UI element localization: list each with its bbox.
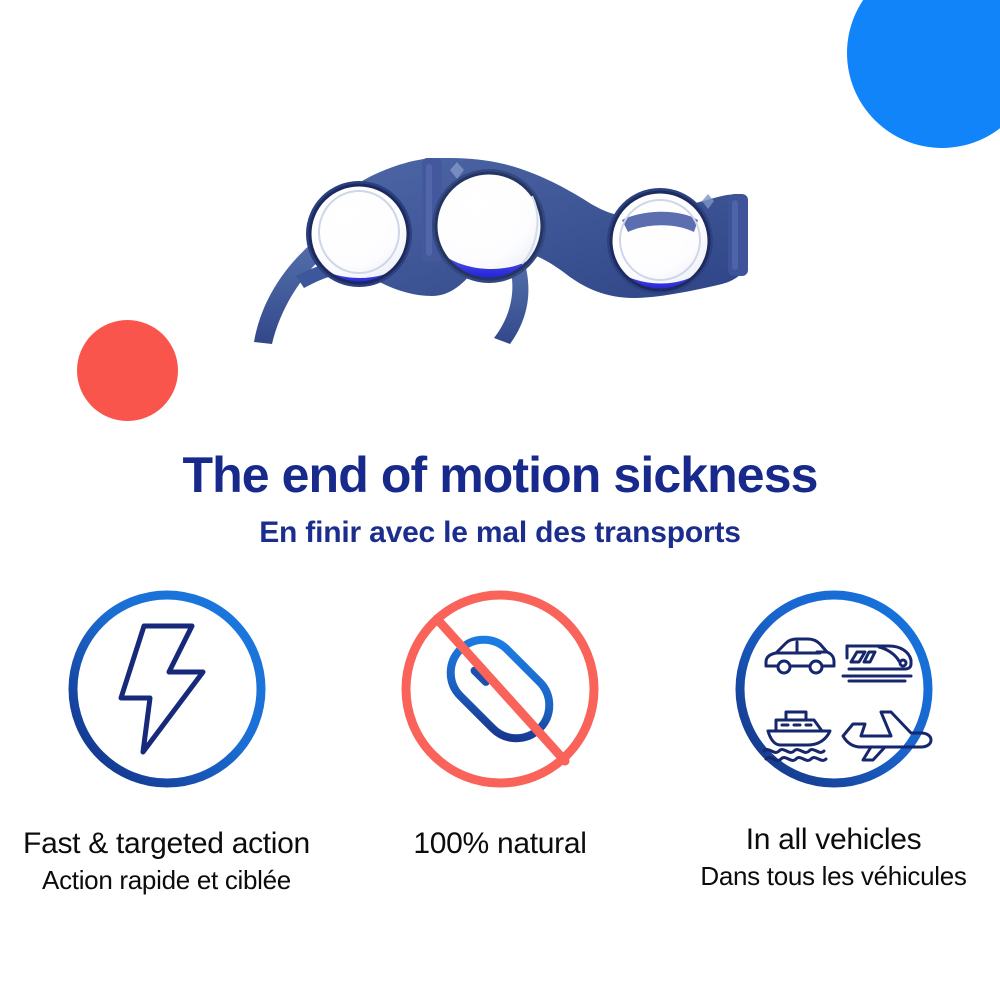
feature-title: In all vehicles [745,823,922,856]
boat-icon [762,710,831,762]
lightning-bolt-icon [64,586,270,792]
glasses-ring-2 [432,169,546,283]
product-image-glasses [236,146,764,350]
feature-text-block: In all vehicles Dans tous les véhicules [669,822,999,893]
feature-text-block: Fast & targeted action Action rapide et … [2,826,332,897]
feature-text-block: 100% natural [335,826,665,863]
glasses-ring-1 [306,181,412,287]
car-icon [764,637,835,675]
glasses-ring-3 [607,188,713,294]
feature-natural: 100% natural [334,586,667,863]
no-pill-icon [397,586,603,792]
page-subtitle: En finir avec le mal des transports [259,516,741,549]
feature-subtitle: Dans tous les véhicules [700,860,967,891]
plane-icon [841,710,932,762]
feature-title: 100% natural [413,827,587,860]
glasses-right-temple [494,254,529,344]
train-icon [841,644,912,683]
blue-circle-decoration [847,0,1000,148]
feature-all-vehicles: In all vehicles Dans tous les véhicules [667,586,1000,893]
all-vehicles-icon [731,586,937,792]
feature-title: Fast & targeted action [23,827,310,860]
red-circle-decoration [77,320,178,421]
feature-row: Fast & targeted action Action rapide et … [0,586,1000,986]
feature-fast-action: Fast & targeted action Action rapide et … [0,586,333,897]
page-title: The end of motion sickness [182,447,818,503]
feature-subtitle: Action rapide et ciblée [42,864,291,895]
